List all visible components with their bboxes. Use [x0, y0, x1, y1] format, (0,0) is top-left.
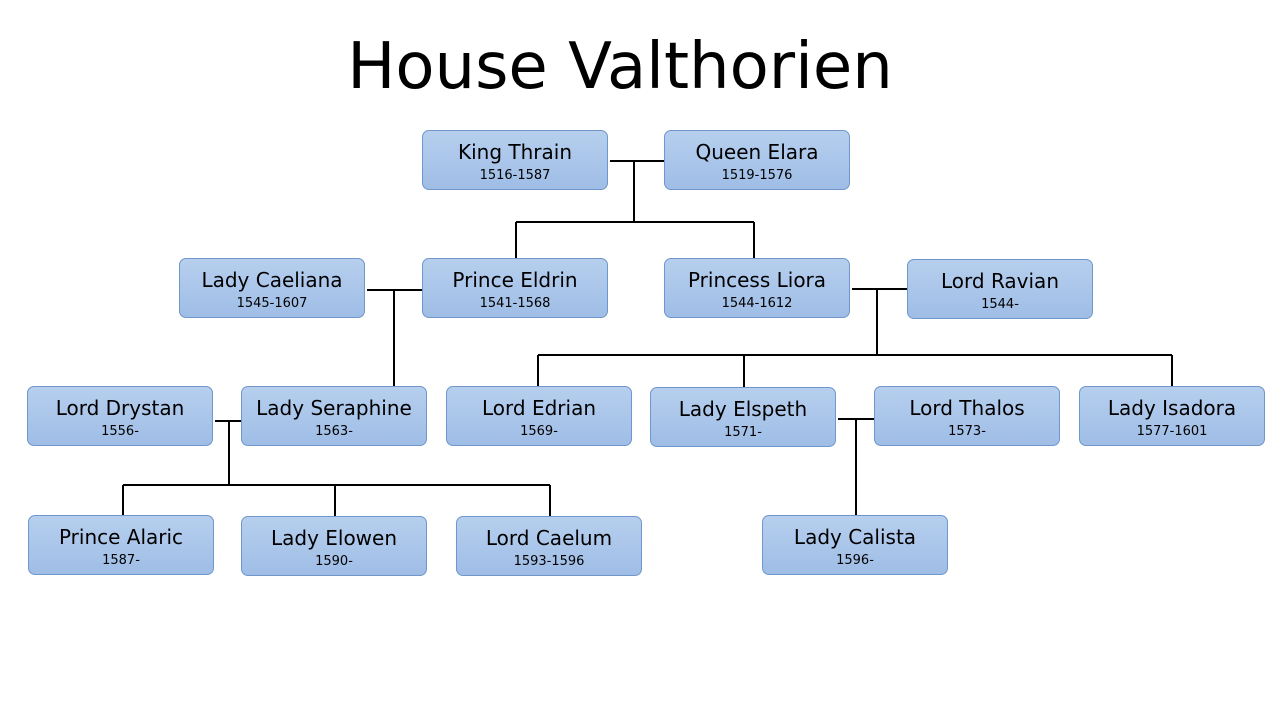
person-name: Princess Liora [687, 268, 827, 292]
person-box-prince-alaric[interactable]: Prince Alaric 1587- [28, 515, 214, 575]
person-box-queen-elara[interactable]: Queen Elara 1519-1576 [664, 130, 850, 190]
person-box-lord-edrian[interactable]: Lord Edrian 1569- [446, 386, 632, 446]
person-years: 1541-1568 [479, 296, 551, 311]
person-name: Lord Thalos [909, 396, 1025, 420]
person-name: Lady Caeliana [201, 268, 343, 292]
person-years: 1573- [948, 424, 986, 439]
person-years: 1593-1596 [513, 554, 585, 569]
person-years: 1569- [520, 424, 558, 439]
person-years: 1571- [724, 425, 762, 440]
person-name: Lord Edrian [482, 396, 596, 420]
person-name: Prince Eldrin [452, 268, 578, 292]
person-box-prince-eldrin[interactable]: Prince Eldrin 1541-1568 [422, 258, 608, 318]
person-name: Prince Alaric [58, 525, 184, 549]
person-years: 1587- [102, 553, 140, 568]
person-box-lady-elowen[interactable]: Lady Elowen 1590- [241, 516, 427, 576]
person-years: 1544- [981, 297, 1019, 312]
person-box-lady-calista[interactable]: Lady Calista 1596- [762, 515, 948, 575]
person-box-king-thrain[interactable]: King Thrain 1516-1587 [422, 130, 608, 190]
person-name: Lady Seraphine [256, 396, 412, 420]
person-box-lord-thalos[interactable]: Lord Thalos 1573- [874, 386, 1060, 446]
person-years: 1563- [315, 424, 353, 439]
person-name: Lord Drystan [55, 396, 185, 420]
person-box-lord-caelum[interactable]: Lord Caelum 1593-1596 [456, 516, 642, 576]
person-name: King Thrain [457, 140, 572, 164]
person-name: Lady Elspeth [678, 397, 808, 421]
person-years: 1519-1576 [721, 168, 793, 183]
person-box-lord-drystan[interactable]: Lord Drystan 1556- [27, 386, 213, 446]
person-name: Lady Calista [793, 525, 917, 549]
person-box-lord-ravian[interactable]: Lord Ravian 1544- [907, 259, 1093, 319]
person-years: 1577-1601 [1136, 424, 1208, 439]
person-box-lady-caeliana[interactable]: Lady Caeliana 1545-1607 [179, 258, 365, 318]
person-years: 1544-1612 [721, 296, 793, 311]
person-years: 1516-1587 [479, 168, 551, 183]
person-name: Lady Elowen [270, 526, 398, 550]
person-name: Lord Caelum [485, 526, 613, 550]
person-name: Lady Isadora [1107, 396, 1237, 420]
person-years: 1545-1607 [236, 296, 308, 311]
person-box-lady-isadora[interactable]: Lady Isadora 1577-1601 [1079, 386, 1265, 446]
person-name: Queen Elara [695, 140, 819, 164]
person-box-lady-seraphine[interactable]: Lady Seraphine 1563- [241, 386, 427, 446]
person-years: 1596- [836, 553, 874, 568]
person-years: 1590- [315, 554, 353, 569]
person-box-princess-liora[interactable]: Princess Liora 1544-1612 [664, 258, 850, 318]
person-name: Lord Ravian [941, 269, 1059, 293]
page-title: House Valthorien [347, 30, 893, 104]
person-years: 1556- [101, 424, 139, 439]
person-box-lady-elspeth[interactable]: Lady Elspeth 1571- [650, 387, 836, 447]
